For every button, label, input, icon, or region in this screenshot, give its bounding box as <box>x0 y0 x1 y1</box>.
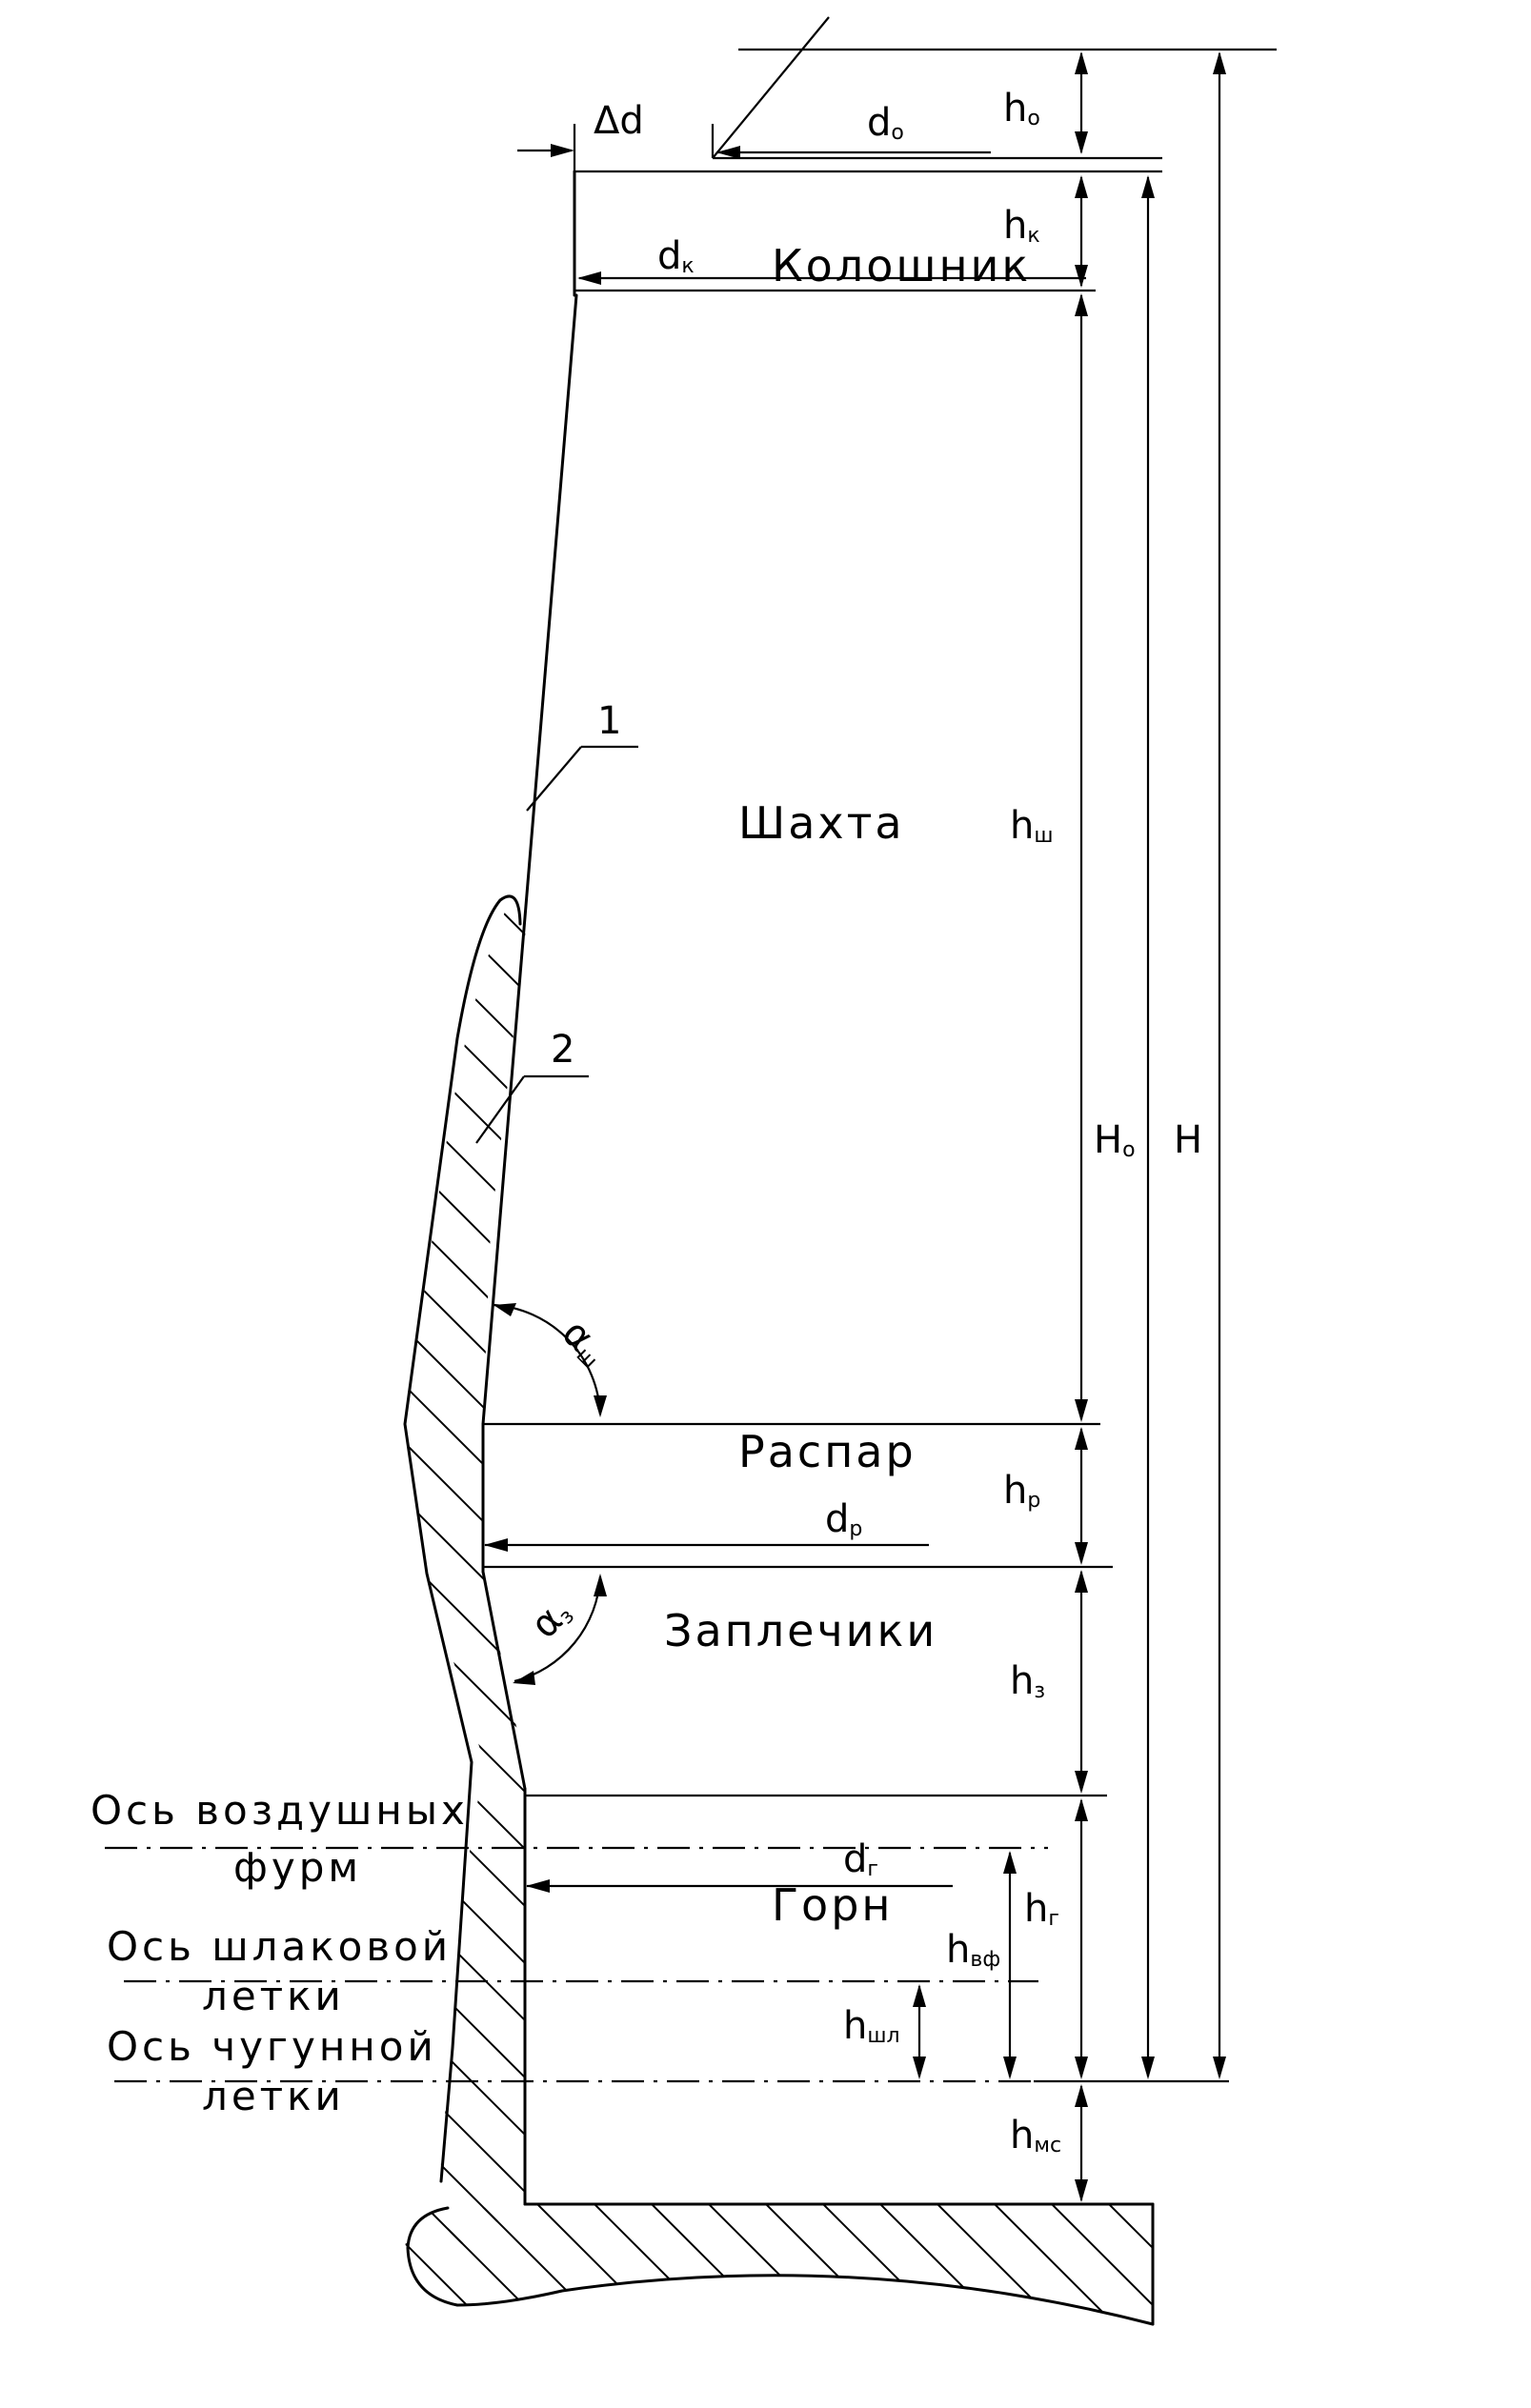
axis-lines <box>105 1846 1048 2083</box>
hatch-line <box>405 892 530 2249</box>
callout-leaders <box>475 745 638 1144</box>
labels: Колошник Шахта Распар Заплечики Горн Ось… <box>91 87 1202 2157</box>
H0-label: Ho <box>1094 1118 1136 1162</box>
hatch-line <box>405 892 530 2249</box>
hatch-line <box>866 2204 1011 2324</box>
height-dimensions <box>913 51 1226 2202</box>
hatch-line <box>405 892 530 2249</box>
tuyere-axis-label: Ось воздушных <box>91 1787 469 1834</box>
alpha-z-label: αз <box>523 1591 579 1647</box>
hatch-line <box>1037 2204 1153 2324</box>
iron-notch-axis-label: Ось чугунной <box>107 2023 437 2070</box>
hatch-line <box>447 892 530 2249</box>
hg-label: hг <box>1024 1887 1059 1931</box>
hatch-line <box>405 2204 496 2324</box>
slag-notch-axis-label: Ось шлаковой <box>107 1923 452 1970</box>
gorn-label: Горн <box>772 1879 893 1931</box>
hatch-line <box>405 892 530 2249</box>
raspar-label: Распар <box>738 1426 917 1477</box>
hatch-line <box>405 892 530 2249</box>
hatch-line <box>405 892 530 2249</box>
dp-label: dр <box>825 1497 862 1541</box>
hatch-line <box>405 892 530 2249</box>
hatch-line <box>562 857 1531 2334</box>
hatch-line <box>405 892 530 2249</box>
hatch-line <box>405 892 530 2249</box>
hatch-line <box>405 892 530 2249</box>
hk-label: hк <box>1003 204 1040 248</box>
h0-label: ho <box>1003 87 1040 130</box>
hsh-label: hш <box>1010 804 1054 848</box>
hatch-line <box>405 892 530 2249</box>
iron-notch-axis-label-2: летки <box>202 2073 345 2119</box>
shakhta-label: Шахта <box>738 797 905 849</box>
working-profile-line <box>481 170 578 2206</box>
dg-label: dг <box>843 1837 878 1881</box>
furnace-base <box>238 2191 1155 2334</box>
delta-d-label: Δd <box>594 99 644 143</box>
callout-1: 1 <box>597 699 621 743</box>
tuyere-axis-label-2: фурм <box>233 1844 362 1891</box>
hatch-line <box>1095 2204 1153 2324</box>
hatch-line <box>695 2204 839 2324</box>
hatch-line <box>466 2204 611 2324</box>
hatch-line <box>580 2204 725 2324</box>
koloshnik-label: Колошник <box>772 240 1031 291</box>
hatch-line <box>809 2204 954 2324</box>
hatch-line <box>405 2204 439 2324</box>
hshl-label: hшл <box>843 2004 900 2048</box>
hatch-line <box>980 2204 1125 2324</box>
angle-arcs <box>493 1303 607 1685</box>
hatch-line <box>637 2204 782 2324</box>
hatch-line <box>923 2204 1068 2324</box>
hatch-line <box>504 892 530 2249</box>
hatch-line <box>405 892 530 2249</box>
callout-2: 2 <box>551 1028 574 1072</box>
d0-label: do <box>867 101 904 145</box>
hatch-line <box>238 2191 381 2334</box>
dk-label: dк <box>657 234 695 278</box>
hatch-line <box>752 2204 896 2324</box>
zone-boundaries <box>483 48 1277 2083</box>
top-dimensions <box>484 16 1086 1893</box>
H-label: H <box>1174 1118 1202 1162</box>
hmc-label: hмс <box>1010 2114 1061 2157</box>
hatch-line <box>405 892 530 2249</box>
hatch-line <box>405 892 530 2249</box>
hatch-line <box>523 2204 668 2324</box>
zaplechiki-label: Заплечики <box>664 1605 937 1656</box>
hz-label: hз <box>1010 1659 1045 1703</box>
hp-label: hр <box>1003 1469 1040 1513</box>
slag-notch-axis-label-2: летки <box>202 1973 345 2019</box>
hatch-line <box>1152 2204 1153 2324</box>
hvf-label: hвф <box>946 1928 1000 1972</box>
alpha-sh-label: αш <box>554 1312 615 1374</box>
hatch-line <box>405 892 530 2249</box>
